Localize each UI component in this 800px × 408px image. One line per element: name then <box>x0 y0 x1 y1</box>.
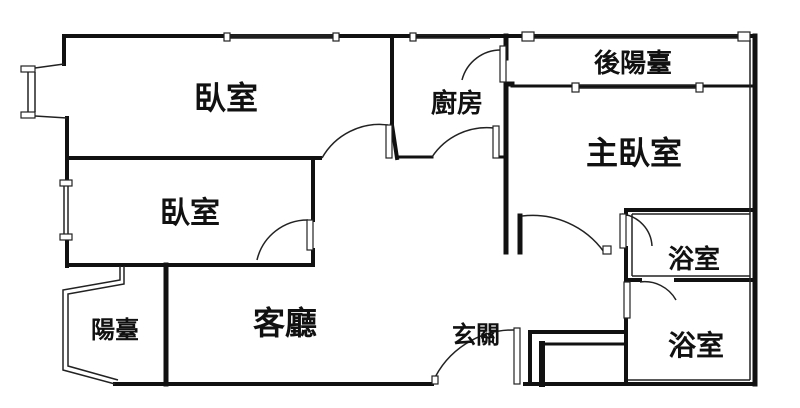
room-label-bath-lower: 浴室 <box>668 329 724 362</box>
room-label-master-bedroom: 主臥室 <box>586 134 682 172</box>
room-label-rear-balcony: 後陽臺 <box>594 48 672 79</box>
room-label-living-room: 客廳 <box>253 304 317 342</box>
room-label-entrance: 玄關 <box>452 321 500 349</box>
room-label-bath-upper: 浴室 <box>668 244 720 275</box>
windows <box>20 31 751 241</box>
doors <box>256 45 677 385</box>
room-label-bedroom-top: 臥室 <box>194 79 258 117</box>
room-labels: 臥室 臥室 廚房 後陽臺 主臥室 浴室 浴室 陽臺 客廳 玄關 <box>91 48 724 362</box>
room-label-bedroom-mid: 臥室 <box>160 196 220 231</box>
room-label-kitchen: 廚房 <box>431 88 483 119</box>
balcony-railing <box>62 266 125 385</box>
room-label-balcony: 陽臺 <box>91 316 139 344</box>
